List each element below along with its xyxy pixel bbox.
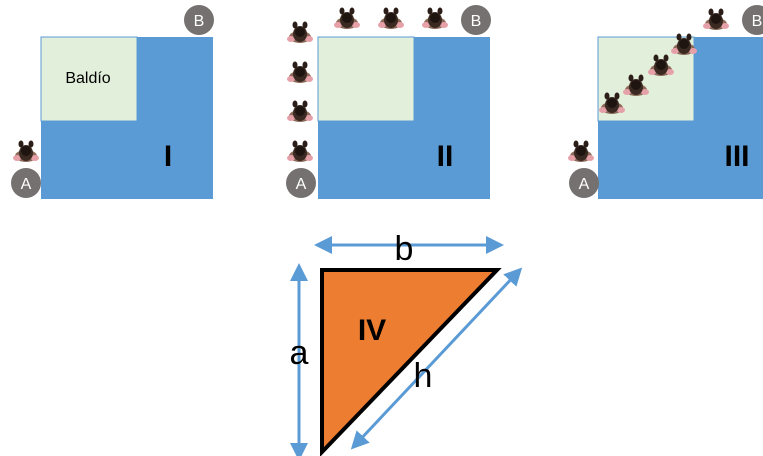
side-h-label: h: [414, 357, 433, 395]
person-walking-icon: [287, 21, 313, 43]
panel-1: Baldío I B A: [11, 5, 214, 199]
person-walking-icon: [287, 140, 313, 162]
person-walking-icon: [287, 61, 313, 83]
point-b-label: B: [194, 13, 205, 30]
vacant-lot-label: Baldío: [65, 70, 110, 87]
panel-2: II B A: [286, 5, 491, 199]
point-a-label: A: [579, 176, 590, 193]
point-b-label: B: [752, 13, 763, 30]
panel-number: III: [724, 140, 749, 173]
point-a-label: A: [296, 176, 307, 193]
person-walking-icon: [334, 7, 360, 29]
person-walking-icon: [703, 8, 729, 30]
panel-3: III B A: [568, 5, 763, 199]
vacant-lot: [317, 36, 415, 122]
point-b-label: B: [471, 13, 482, 30]
point-a-label: A: [21, 176, 32, 193]
point-a-marker: A: [569, 168, 599, 198]
person-walking-icon: [13, 140, 39, 162]
point-b-marker: B: [184, 5, 214, 35]
vacant-lot: [40, 36, 138, 122]
point-a-marker: A: [286, 168, 316, 198]
triangle-panel: IV b a h: [290, 230, 523, 456]
side-b-label: b: [395, 230, 414, 268]
point-a-marker: A: [11, 168, 41, 198]
panel-number: I: [164, 140, 172, 173]
person-walking-icon: [287, 100, 313, 122]
triangle-number: IV: [358, 314, 386, 347]
side-h-arrow: [350, 267, 523, 450]
side-a-label: a: [290, 334, 309, 372]
person-walking-icon: [378, 7, 404, 29]
panel-number: II: [437, 140, 454, 173]
person-walking-icon: [568, 140, 594, 162]
person-walking-icon: [422, 7, 448, 29]
right-triangle: [320, 268, 502, 456]
point-b-marker: B: [461, 5, 491, 35]
point-b-marker: B: [742, 5, 763, 35]
